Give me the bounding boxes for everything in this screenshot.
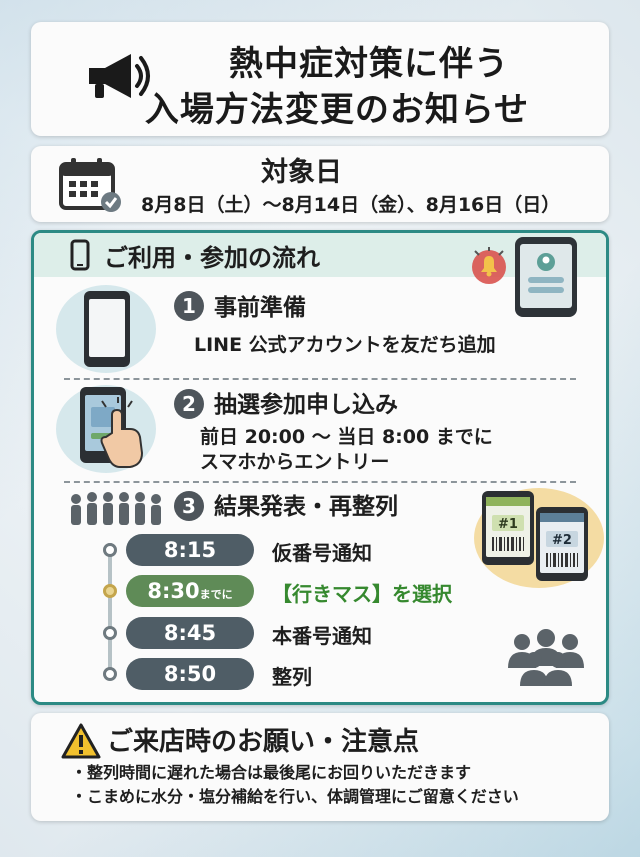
step-1-title: 事前準備 bbox=[214, 295, 306, 321]
target-dates: 8月8日（土）〜8月14日（金）、8月16日（日） bbox=[141, 194, 561, 216]
time-pill-4: 8:50 bbox=[126, 658, 254, 690]
divider bbox=[64, 481, 576, 483]
step-1-desc: LINE 公式アカウントを友だち追加 bbox=[194, 334, 496, 356]
time-pill-1: 8:15 bbox=[126, 534, 254, 566]
step-2-number: 2 bbox=[174, 389, 204, 419]
ticket-phone-1-icon: #1 bbox=[480, 489, 536, 571]
smartphone-icon bbox=[70, 239, 90, 275]
flow-card: ご利用・参加の流れ 1 事前準備 LINE 公式アカウントを友だち追加 bbox=[31, 230, 609, 705]
notice-item: こまめに水分・塩分補給を行い、体調管理にご留意ください bbox=[71, 785, 519, 809]
crowd-icon bbox=[504, 628, 588, 690]
timeline-dot-highlight bbox=[103, 584, 117, 598]
ticket-1-number: #1 bbox=[498, 517, 518, 532]
notice-item: 整列時間に遅れた場合は最後尾にお回りいただきます bbox=[71, 761, 519, 785]
target-date-label: 対象日 bbox=[261, 157, 342, 188]
timeline-dot bbox=[103, 543, 117, 557]
notice-list: 整列時間に遅れた場合は最後尾にお回りいただきます こまめに水分・塩分補給を行い、… bbox=[71, 761, 519, 809]
step-2-title: 抽選参加申し込み bbox=[214, 392, 398, 418]
timeline-label-3: 本番号通知 bbox=[272, 624, 372, 648]
timeline-label-1: 仮番号通知 bbox=[272, 541, 372, 565]
notice-title: ご来店時のお願い・注意点 bbox=[107, 727, 420, 757]
divider bbox=[64, 378, 576, 380]
notification-bell-icon bbox=[469, 245, 509, 289]
megaphone-icon bbox=[83, 48, 153, 108]
step-2-desc-line-1: 前日 20:00 〜 当日 8:00 までに bbox=[200, 426, 493, 448]
step-1-number: 1 bbox=[174, 291, 204, 321]
ticket-2-number: #2 bbox=[552, 533, 572, 548]
time-pill-3: 8:45 bbox=[126, 617, 254, 649]
calendar-icon bbox=[59, 156, 123, 218]
page-title-line-2: 入場方法変更のお知らせ bbox=[144, 90, 530, 130]
step-3-number: 3 bbox=[174, 491, 204, 521]
title-card: 熱中症対策に伴う 入場方法変更のお知らせ bbox=[31, 22, 609, 136]
timeline-dot bbox=[103, 626, 117, 640]
flow-header: ご利用・参加の流れ bbox=[34, 233, 606, 277]
profile-phone-icon bbox=[509, 235, 585, 323]
timeline-label-2: 【行きマス】を選択 bbox=[272, 582, 452, 606]
timeline-line bbox=[108, 543, 112, 673]
queue-people-icon bbox=[68, 489, 164, 533]
warning-icon bbox=[61, 723, 101, 763]
smartphone-icon bbox=[82, 289, 132, 373]
target-date-card: 対象日 8月8日（土）〜8月14日（金）、8月16日（日） bbox=[31, 146, 609, 222]
flow-title: ご利用・参加の流れ bbox=[104, 244, 320, 272]
ticket-phone-2-icon: #2 bbox=[534, 505, 590, 587]
step-2-desc-line-2: スマホからエントリー bbox=[200, 451, 390, 473]
page-title-line-1: 熱中症対策に伴う bbox=[229, 44, 509, 84]
step-3-title: 結果発表・再整列 bbox=[214, 494, 398, 520]
notice-card: ご来店時のお願い・注意点 整列時間に遅れた場合は最後尾にお回りいただきます こま… bbox=[31, 713, 609, 821]
timeline-dot bbox=[103, 667, 117, 681]
time-pill-2: 8:30までに bbox=[126, 575, 254, 607]
tap-phone-icon bbox=[76, 385, 156, 475]
timeline-label-4: 整列 bbox=[272, 665, 312, 689]
